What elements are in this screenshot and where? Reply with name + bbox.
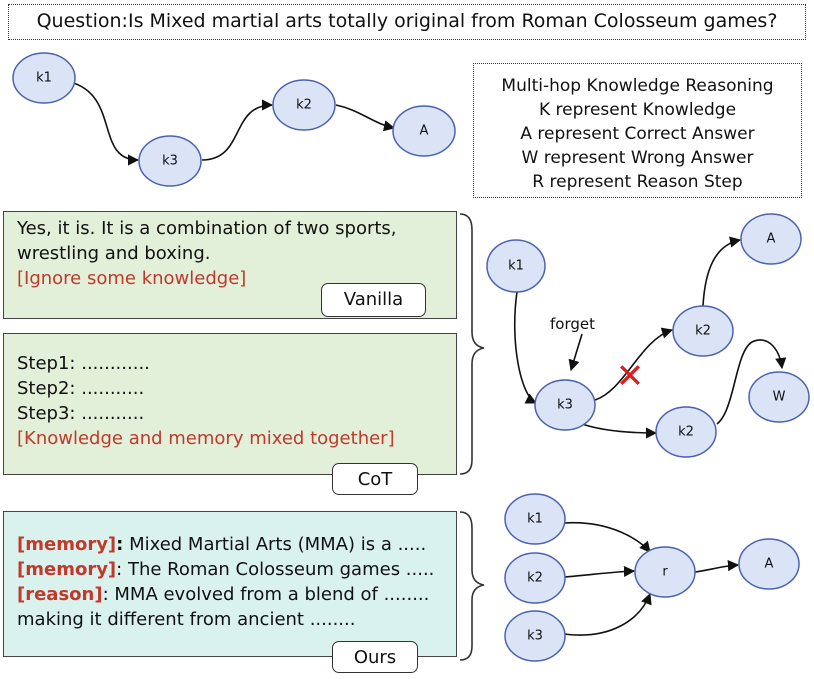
bottom-graph-nodes: k1 k2 k3 r A (504, 493, 800, 662)
top-node-k1-label: k1 (36, 71, 52, 86)
edge-mid-k2lower-W (716, 339, 787, 425)
ours-line-4: making it different from ancient .......… (17, 609, 356, 630)
forget-label: forget (550, 315, 595, 333)
vanilla-note: [Ignore some knowledge] (17, 268, 247, 289)
ours-line-3: [reason]: MMA evolved from a blend of ..… (17, 582, 456, 607)
legend-line-knowledge: K represent Knowledge (538, 100, 737, 120)
bot-node-A-label: A (765, 557, 774, 572)
top-node-k3: k3 (138, 135, 202, 187)
edge-bot-k3-r (563, 592, 652, 636)
memory-tag-1: [memory] (17, 534, 117, 555)
edge-mid-k3-k2upper (594, 327, 674, 401)
mid-node-k2-upper: k2 (672, 305, 734, 357)
top-node-A-label: A (420, 124, 429, 139)
mid-node-A-label: A (767, 232, 776, 247)
ours-text-3: : MMA evolved from a blend of ........ (102, 584, 430, 605)
vanilla-tag: Vanilla (321, 283, 426, 317)
mid-node-k2-upper-label: k2 (695, 324, 711, 339)
mid-node-k2-lower: k2 (655, 406, 717, 458)
edge-mid-k2upper-A (702, 236, 742, 307)
mid-node-k3: k3 (534, 379, 596, 431)
bot-node-A: A (738, 538, 800, 590)
cot-step-1: Step1: ............ (17, 353, 150, 374)
cot-step-2: Step2: ........... (17, 378, 145, 399)
middle-graph-edges (513, 236, 787, 439)
memory-tag-2: [memory] (17, 559, 117, 580)
edge-bot-r-A (694, 560, 740, 573)
question-box: Question:Is Mixed martial arts totally o… (8, 4, 806, 40)
mid-node-k1: k1 (486, 239, 546, 293)
bot-node-k2: k2 (504, 552, 566, 604)
legend-line-reason: R represent Reason Step (532, 172, 743, 192)
ours-line-1: [memory]: Mixed Martial Arts (MMA) is a … (17, 532, 456, 557)
top-node-k2: k2 (272, 79, 336, 131)
ours-line-2: [memory]: The Roman Colosseum games ....… (17, 557, 456, 582)
bot-node-k3: k3 (504, 610, 566, 662)
brace-upper (459, 213, 485, 475)
mid-node-k3-label: k3 (557, 398, 573, 413)
mid-node-W: W (748, 371, 810, 423)
bot-node-r: r (634, 546, 696, 598)
bot-node-k1: k1 (504, 493, 566, 545)
edge-bot-k2-r (563, 565, 636, 578)
legend-line-title: Multi-hop Knowledge Reasoning (501, 76, 774, 96)
cot-step-3: Step3: ........... (17, 403, 145, 424)
vanilla-line-1: Yes, it is. It is a combination of two s… (17, 218, 397, 239)
bottom-graph-edges (563, 521, 740, 636)
mid-node-W-label: W (773, 390, 786, 405)
bot-node-k1-label: k1 (527, 512, 543, 527)
question-text: Question:Is Mixed martial arts totally o… (36, 10, 778, 32)
top-node-k3-label: k3 (162, 154, 178, 169)
edge-top-k1-k3 (69, 81, 140, 166)
reason-tag: [reason] (17, 584, 103, 605)
top-node-k1: k1 (12, 52, 76, 104)
edge-mid-k1-k3 (513, 291, 538, 404)
top-graph-edges (69, 81, 396, 166)
memory-colon-1: : (116, 534, 124, 555)
mid-node-A: A (740, 213, 802, 265)
ours-text-1: Mixed Martial Arts (MMA) is a ..... (123, 534, 427, 555)
bot-node-k2-label: k2 (527, 571, 543, 586)
legend-line-answer: A represent Correct Answer (520, 124, 755, 144)
legend-line-wrong: W represent Wrong Answer (521, 148, 754, 168)
cross-mark: ✕ (616, 357, 645, 397)
ours-tag: Ours (332, 641, 418, 673)
braces (459, 213, 485, 661)
bot-node-r-label: r (662, 565, 668, 580)
legend-box: Multi-hop Knowledge Reasoning K represen… (473, 63, 802, 198)
cot-panel: Step1: ............ Step2: ........... S… (3, 333, 457, 475)
cot-note: [Knowledge and memory mixed together] (17, 428, 395, 449)
cot-tag: CoT (332, 463, 418, 495)
edge-bot-k1-r (563, 521, 651, 553)
ours-panel: [memory]: Mixed Martial Arts (MMA) is a … (3, 511, 457, 657)
forget-pointer (568, 333, 583, 372)
top-graph-nodes: k1 k3 k2 A (12, 52, 456, 187)
brace-lower (459, 511, 485, 661)
mid-node-k2-lower-label: k2 (678, 425, 694, 440)
edge-mid-k3-k2lower (581, 423, 658, 439)
edge-top-k3-k2 (201, 99, 274, 161)
bot-node-k3-label: k3 (527, 629, 543, 644)
edge-top-k2-A (335, 104, 396, 132)
top-node-k2-label: k2 (296, 98, 312, 113)
top-node-A: A (392, 105, 456, 157)
vanilla-line-2: wrestling and boxing. (17, 243, 211, 264)
ours-text-2: : The Roman Colosseum games ..... (116, 559, 435, 580)
middle-graph-nodes: k1 k3 k2 k2 A W (486, 213, 810, 458)
mid-node-k1-label: k1 (508, 259, 524, 274)
